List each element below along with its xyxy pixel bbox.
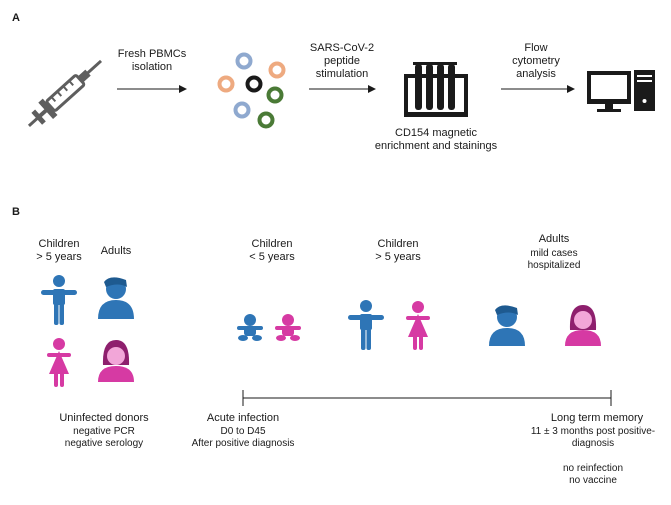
- baby-girl-icon: [275, 314, 301, 341]
- acute-infection-title: Acute infection: [206, 412, 280, 424]
- step-pbmc-isolation-label: Fresh PBMCs isolation: [117, 48, 187, 73]
- group1-adults-title: Adults: [100, 245, 132, 257]
- pbmc-cells-icon: [217, 52, 286, 129]
- female-child-icon-2: [406, 301, 430, 350]
- syringe-icon: [27, 59, 103, 127]
- long-term-memory-title: Long term memory: [550, 412, 644, 424]
- male-child-icon: [41, 275, 77, 325]
- male-adult-icon-2: [489, 305, 525, 346]
- female-child-icon: [47, 338, 71, 387]
- long-term-memory-notes: no reinfection no vaccine: [562, 463, 624, 486]
- timeline: [242, 390, 612, 406]
- group1-children-title: Children > 5 years: [36, 238, 82, 263]
- uninfected-donors-details: negative PCR negative serology: [64, 426, 144, 449]
- step-cd154-enrichment-label: CD154 magnetic enrichment and stainings: [374, 127, 498, 152]
- test-tube-rack-icon: [404, 62, 468, 117]
- long-term-memory-details: 11 ± 3 months post positive- diagnosis: [530, 426, 656, 449]
- panel-a-label: A: [12, 12, 20, 24]
- group4-title: Adults: [538, 233, 570, 245]
- acute-infection-details: D0 to D45 After positive diagnosis: [191, 426, 295, 449]
- female-adult-icon-2: [565, 305, 601, 346]
- baby-boy-icon: [237, 314, 263, 341]
- group3-title: Children > 5 years: [375, 238, 421, 263]
- panel-b-label: B: [12, 206, 20, 218]
- group4-subtitle: mild cases hospitalized: [527, 248, 581, 271]
- male-child-icon-2: [348, 300, 384, 350]
- step-flow-cytometry-label: Flow cytometry analysis: [512, 42, 560, 80]
- female-adult-icon: [98, 340, 134, 382]
- computer-icon: [587, 70, 655, 112]
- step-peptide-stimulation-label: SARS-CoV-2 peptide stimulation: [309, 42, 375, 80]
- male-adult-icon: [98, 277, 134, 319]
- uninfected-donors-title: Uninfected donors: [59, 412, 149, 424]
- group2-title: Children < 5 years: [249, 238, 295, 263]
